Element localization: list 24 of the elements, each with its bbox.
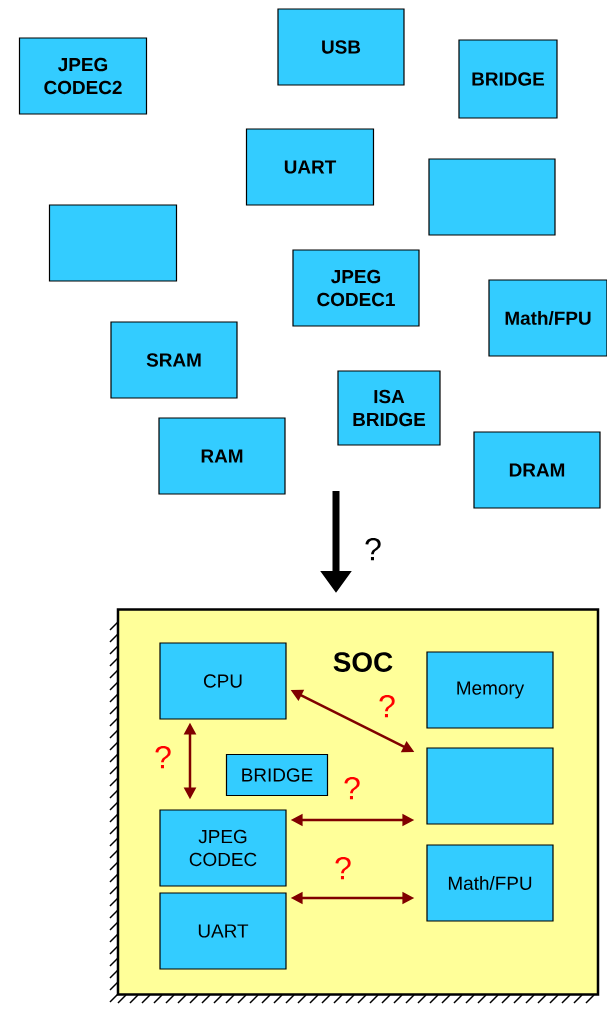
block-box (48, 204, 178, 282)
block-box: BRIDGE (225, 753, 329, 797)
block-box: USB (277, 8, 405, 86)
block-box (428, 158, 556, 236)
edge-label: ? (155, 745, 171, 769)
block-box: DRAM (473, 431, 601, 509)
block-box: Math/FPU (426, 844, 554, 922)
block-box: JPEG CODEC (159, 809, 287, 887)
edge-label: ? (335, 856, 351, 880)
block-box: UART (159, 892, 287, 970)
block-box: Memory (426, 651, 554, 729)
block-box: Math/FPU (488, 279, 607, 357)
block-box: SRAM (110, 321, 238, 399)
block-box: JPEG CODEC1 (292, 249, 420, 327)
block-box: UART (245, 128, 375, 206)
question-mark: ? (365, 537, 381, 561)
block-box: RAM (158, 417, 286, 495)
block-box: CPU (159, 642, 287, 720)
edge-label: ? (379, 694, 395, 718)
block-box: ISA BRIDGE (337, 370, 441, 446)
block-box: BRIDGE (458, 39, 558, 119)
edge-label: ? (344, 776, 360, 800)
block-box: JPEG CODEC2 (18, 37, 148, 115)
block-box (426, 747, 554, 825)
